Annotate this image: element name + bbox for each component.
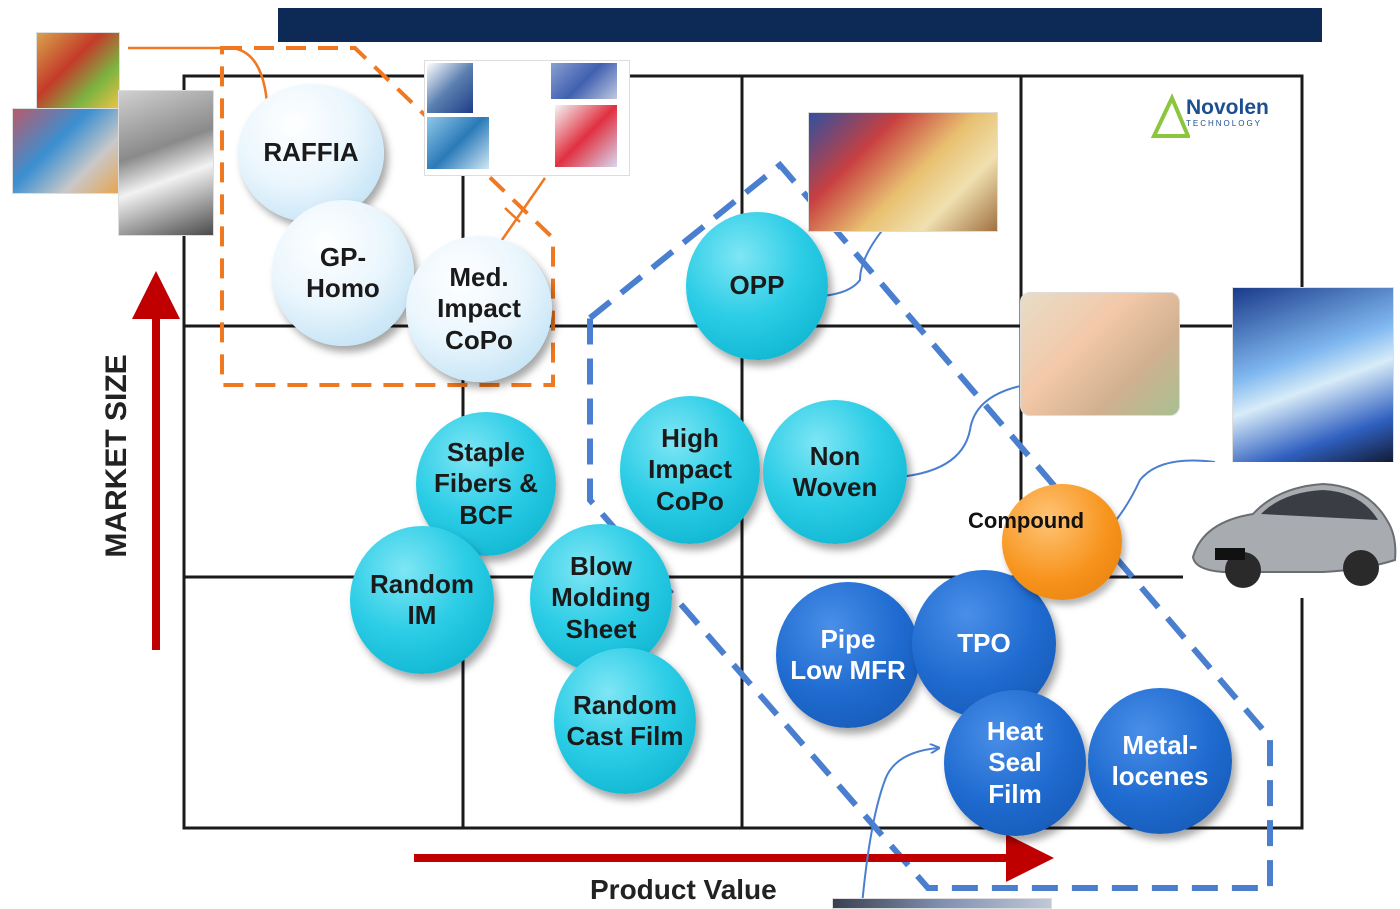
bubble-heat-seal-film: Heat Seal Film	[944, 690, 1086, 836]
blue-connector-nonwoven	[868, 384, 1026, 478]
bubble-non-woven: Non Woven	[763, 400, 907, 544]
bubble-raffia: RAFFIA	[238, 84, 384, 222]
bubble-blow-molding-sheet: Blow Molding Sheet	[530, 524, 672, 672]
bottom-photo-strip	[832, 898, 1052, 909]
bubble-random-im: Random IM	[350, 526, 494, 674]
bubble-random-cast-film: Random Cast Film	[554, 648, 696, 794]
bubble-staple-fibers: Staple Fibers & BCF	[416, 412, 556, 556]
car-photo	[1183, 462, 1400, 598]
orange-dashed-region	[220, 46, 555, 387]
header-bar	[278, 8, 1322, 42]
bubble-gp-homo: GP- Homo	[272, 200, 414, 346]
novolen-logo: Novolen TECHNOLOGY	[1150, 88, 1292, 148]
bubble-compound	[1002, 484, 1122, 600]
x-axis-label: Product Value	[590, 874, 777, 905]
snack-packaging-photo	[808, 112, 998, 232]
produce-bags-photo	[36, 32, 120, 112]
orange-connector-copo	[495, 177, 547, 250]
blue-connector-heatseal	[861, 748, 938, 906]
blue-dashed-region	[587, 160, 1273, 891]
bubble-metallocenes: Metal- locenes	[1088, 688, 1232, 834]
baby-diaper-photo	[1020, 292, 1180, 416]
auto-parts-photo	[1232, 287, 1394, 465]
y-axis-label: MARKET SIZE	[100, 354, 133, 558]
woven-bags-photo	[12, 108, 122, 194]
bubble-med-impact-copo: Med. Impact CoPo	[406, 236, 552, 382]
bulk-bag-photo	[118, 90, 214, 236]
logo-subtext: TECHNOLOGY	[1186, 119, 1263, 128]
containers-photo	[424, 60, 630, 176]
compound-label: Compound	[968, 508, 1085, 533]
bubble-opp: OPP	[686, 212, 828, 360]
bubble-high-impact-copo: High Impact CoPo	[620, 396, 760, 544]
logo-name: Novolen	[1186, 96, 1269, 119]
bubble-pipe-low-mfr: Pipe Low MFR	[776, 582, 920, 728]
